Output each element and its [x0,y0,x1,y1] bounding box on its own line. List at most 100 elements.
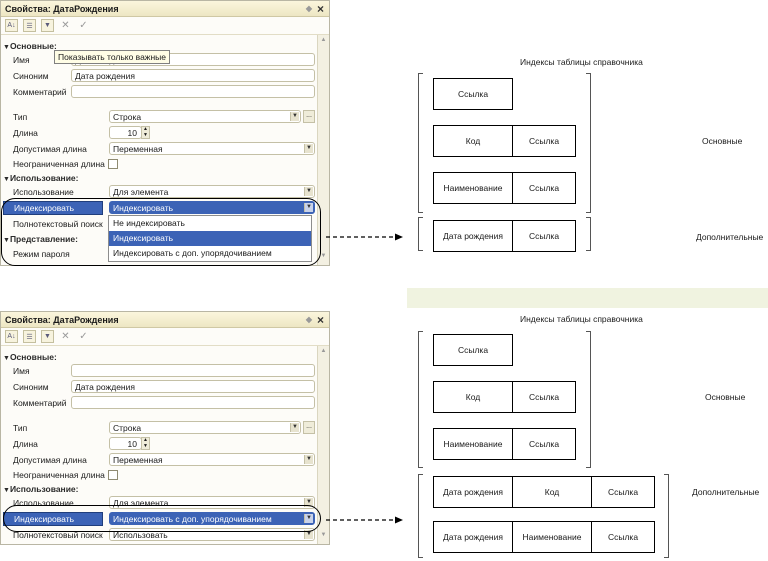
allowed-length-select[interactable]: Переменная ▼ [109,453,315,466]
bracket-right [664,474,669,558]
label-fulltext: Полнотекстовый поиск [13,530,103,540]
row-unlimited: Неограниченная длина [1,157,317,171]
check-icon[interactable]: ✓ [79,20,88,31]
pin-icon[interactable]: ◆ [305,4,312,13]
index-box: Наименование [433,172,513,204]
row-length: Длина 10 ▲▼ [1,126,317,140]
length-stepper[interactable]: ▲▼ [141,126,150,139]
group-label-main: Основные [705,392,746,402]
type-select[interactable]: Строка ▼ [109,421,301,434]
dropdown-option[interactable]: Индексировать с доп. упорядочиванием [113,248,272,258]
length-field[interactable]: 10 [109,437,142,450]
type-more-button[interactable]: ... [303,110,315,123]
row-password-mode: Режим пароля [1,247,317,261]
label-synonym: Синоним [13,71,49,81]
row-comment: Комментарий [1,85,317,99]
index-box: Ссылка [512,381,576,413]
fulltext-value: Использовать [113,530,168,540]
group-usage[interactable]: ▼Использование: [3,484,79,494]
separator-band [407,288,768,308]
index-box: Наименование [433,428,513,460]
unlimited-checkbox[interactable] [108,470,118,480]
index-box: Дата рождения [433,521,513,553]
group-label-main: Основные [702,136,743,146]
label-unlimited: Неограниченная длина [13,159,105,169]
usage-select[interactable]: Для элемента ▼ [109,185,315,198]
scrollbar[interactable]: ▲ ▼ [317,346,329,544]
synonym-field[interactable]: Дата рождения [71,69,315,82]
index-box: Код [433,125,513,157]
chevron-down-icon[interactable]: ▼ [304,530,313,539]
arrow-icon [326,233,403,241]
panel-titlebar: Свойства: ДатаРождения ◆ × [1,1,329,17]
group-label-extra: Дополнительные [692,487,760,497]
bracket-left [418,217,423,251]
arrow-icon [326,516,403,524]
label-name: Имя [13,55,30,65]
bracket-right [586,217,591,251]
filter-icon[interactable]: ▼ [41,19,54,32]
index-box: Ссылка [591,476,655,508]
dropdown-option-selected[interactable]: Индексировать [109,231,311,246]
panel-toolbar: A↓ ☰ ▼ ✕ ✓ [1,17,329,35]
delete-icon[interactable]: ✕ [61,331,70,342]
label-length: Длина [13,128,38,138]
dropdown-option[interactable]: Не индексировать [113,218,185,228]
scroll-down-icon[interactable]: ▼ [320,253,327,259]
comment-field[interactable] [71,85,315,98]
categories-icon[interactable]: ☰ [23,19,36,32]
properties-panel-bottom: Свойства: ДатаРождения ◆ × A↓ ☰ ▼ ✕ ✓ ▼О… [0,311,330,545]
label-comment: Комментарий [13,87,67,97]
row-type: Тип Строка ▼ ... [1,421,317,435]
synonym-field[interactable]: Дата рождения [71,380,315,393]
property-grid: ▼Основные: Имя ДатаРождения Синоним Дата… [1,35,317,265]
close-icon[interactable]: × [316,2,324,16]
chevron-down-icon[interactable]: ▼ [304,455,313,464]
index-box: Ссылка [512,125,576,157]
scroll-up-icon[interactable]: ▲ [320,37,327,43]
tooltip: Показывать только важные [54,50,171,64]
chevron-down-icon[interactable]: ▼ [290,423,299,432]
group-usage[interactable]: ▼Использование: [3,173,79,183]
categories-icon[interactable]: ☰ [23,330,36,343]
label-password-mode: Режим пароля [13,249,70,259]
label-fulltext: Полнотекстовый поиск [13,219,103,229]
type-more-button[interactable]: ... [303,421,315,434]
label-name: Имя [13,366,30,376]
unlimited-checkbox[interactable] [108,159,118,169]
allowed-length-value: Переменная [113,144,163,154]
group-view[interactable]: ▼Представление: [3,234,78,244]
type-select[interactable]: Строка ▼ [109,110,301,123]
sort-alpha-icon[interactable]: A↓ [5,19,18,32]
allowed-length-select[interactable]: Переменная ▼ [109,142,315,155]
filter-icon[interactable]: ▼ [41,330,54,343]
bracket-left [418,331,423,468]
name-field[interactable] [71,364,315,377]
length-stepper[interactable]: ▲▼ [141,437,150,450]
index-box: Код [512,476,592,508]
chevron-down-icon[interactable]: ▼ [304,187,313,196]
index-box: Ссылка [433,334,513,366]
delete-icon[interactable]: ✕ [61,20,70,31]
bracket-right [586,331,591,468]
comment-field[interactable] [71,396,315,409]
close-icon[interactable]: × [316,313,324,327]
group-basic[interactable]: ▼Основные: [3,41,57,51]
chevron-down-icon[interactable]: ▼ [304,498,313,507]
highlight-ellipse [3,505,321,532]
chevron-down-icon[interactable]: ▼ [304,144,313,153]
index-box: Дата рождения [433,220,513,252]
sort-alpha-icon[interactable]: A↓ [5,330,18,343]
scroll-down-icon[interactable]: ▼ [320,532,327,538]
chevron-down-icon[interactable]: ▼ [290,112,299,121]
index-box: Ссылка [512,220,576,252]
usage-value: Для элемента [113,187,169,197]
pin-icon[interactable]: ◆ [305,315,312,324]
panel-titlebar: Свойства: ДатаРождения ◆ × [1,312,329,328]
panel-title: Свойства: ДатаРождения [5,315,119,325]
label-synonym: Синоним [13,382,49,392]
group-basic[interactable]: ▼Основные: [3,352,57,362]
scroll-up-icon[interactable]: ▲ [320,348,327,354]
check-icon[interactable]: ✓ [79,331,88,342]
index-value: Индексировать с доп. упорядочиванием [113,514,272,524]
